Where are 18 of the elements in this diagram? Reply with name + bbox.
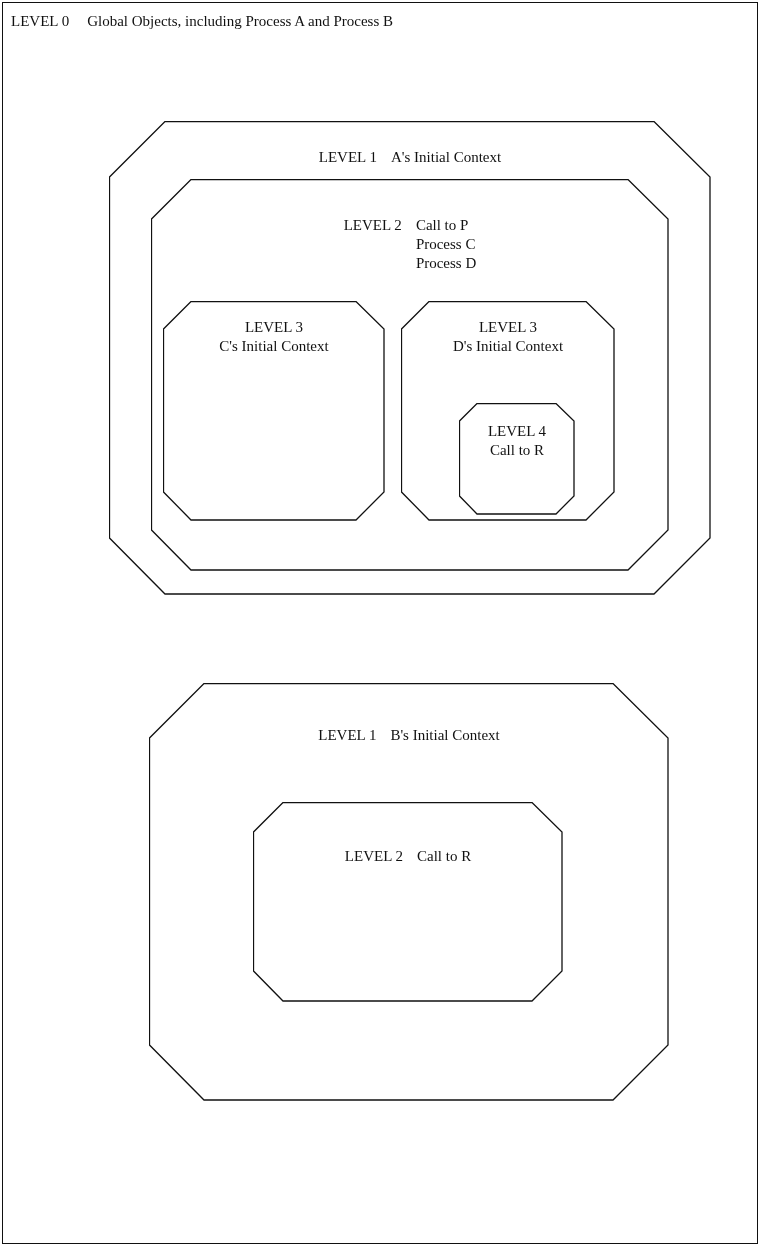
level-title: A's Initial Context bbox=[391, 149, 502, 166]
level-title: B's Initial Context bbox=[390, 727, 500, 744]
level-title: C's Initial Context bbox=[219, 338, 329, 355]
level-title: Global Objects, including Process A and Process B bbox=[87, 13, 393, 30]
level-label: LEVEL 1 bbox=[318, 149, 377, 166]
level-label: LEVEL 4 bbox=[487, 423, 547, 440]
level-label: LEVEL 3 bbox=[478, 319, 538, 336]
level-label: LEVEL 1 bbox=[318, 727, 377, 744]
level-title: Call to R bbox=[417, 848, 472, 865]
level-label: LEVEL 2 bbox=[344, 848, 403, 865]
level-title: D's Initial Context bbox=[452, 338, 564, 355]
level-title: Call to R bbox=[489, 442, 545, 459]
level-label: LEVEL 0 bbox=[11, 13, 70, 30]
level-label: LEVEL 3 bbox=[244, 319, 304, 336]
level-title: Process C bbox=[415, 236, 476, 253]
level-title: Call to P bbox=[415, 217, 469, 234]
level-title: Process D bbox=[415, 255, 477, 272]
level-label: LEVEL 2 bbox=[343, 217, 402, 235]
